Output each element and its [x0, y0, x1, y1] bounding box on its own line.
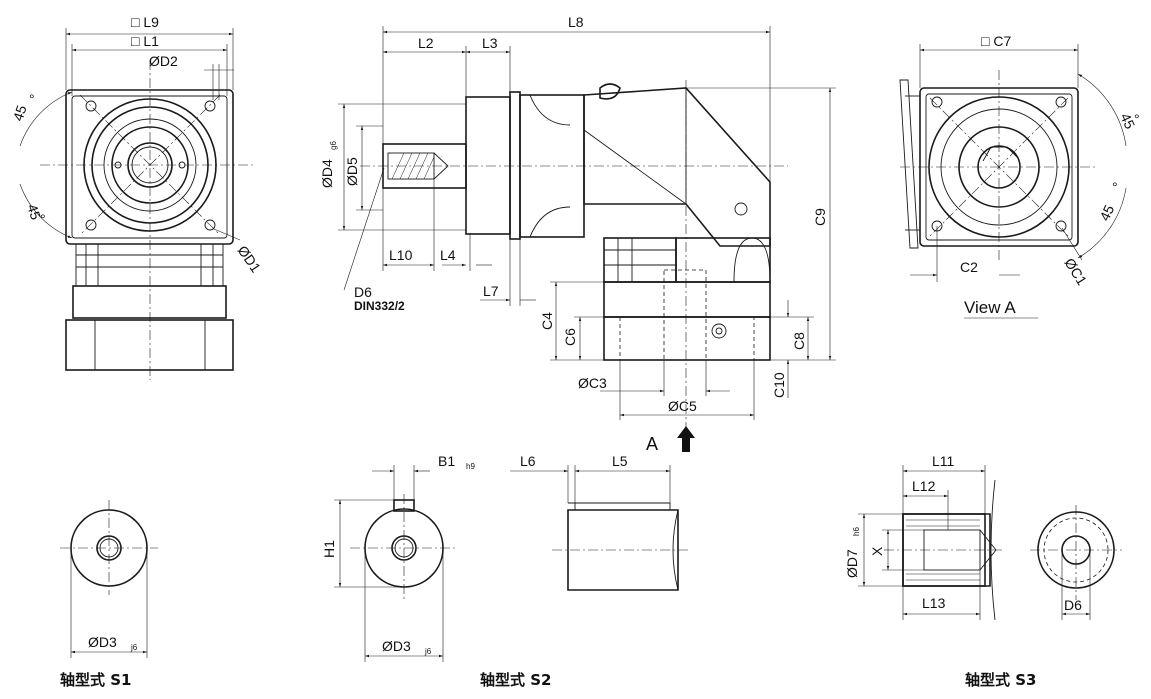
view-arrow-label: A: [646, 434, 658, 454]
dim-l13: L13: [922, 595, 946, 611]
dim-d2: ØD2: [149, 53, 178, 69]
dim-c8: C8: [791, 332, 807, 350]
dim-l8: L8: [568, 14, 584, 30]
shaft-s1: ØD3 j6 轴型式 S1: [60, 500, 158, 689]
dim-l9: □ L9: [131, 14, 159, 30]
dim-l11: L11: [932, 453, 955, 469]
dim-d1: ØD1: [235, 243, 265, 276]
note-din: DIN332/2: [354, 299, 405, 313]
dim-c7: □ C7: [981, 33, 1011, 49]
caption-s1: 轴型式 S1: [60, 671, 131, 689]
dim-d6: D6: [354, 284, 372, 300]
dim-l5: L5: [612, 453, 628, 469]
dim-s3-d6: D6: [1064, 597, 1082, 613]
dim-l1: □ L1: [131, 33, 159, 49]
dim-l12: L12: [912, 478, 936, 494]
angle-a-top: 45: [1117, 111, 1138, 132]
dim-l10: L10: [389, 247, 413, 263]
dim-c10: C10: [771, 372, 787, 398]
dim-l3: L3: [482, 35, 498, 51]
caption-s2: 轴型式 S2: [480, 671, 551, 689]
dim-d7: ØD7: [844, 549, 860, 578]
top-view: □ L9 □ L1 ØD2 ØD1 45 ° 45 °: [10, 14, 265, 380]
dim-c4: C4: [539, 312, 555, 330]
angle-a-bottom-deg: °: [1112, 179, 1118, 195]
dim-c9: C9: [812, 208, 828, 226]
dim-h1: H1: [321, 540, 337, 558]
side-view: L8 L2 L3 ØD4 g6 ØD5 L10 L4 L7 D6 DIN332/…: [319, 14, 836, 454]
dim-c3: ØC3: [578, 375, 607, 391]
dim-b1-tol: h9: [466, 462, 475, 471]
dim-s1-tol: j6: [130, 643, 138, 652]
dim-c5: ØC5: [668, 398, 697, 414]
dim-c2: C2: [960, 259, 978, 275]
view-a-label: View A: [964, 298, 1016, 317]
dim-l7: L7: [483, 283, 499, 299]
dim-s2-d3: ØD3: [382, 638, 411, 654]
angle-bottom-deg: °: [40, 211, 46, 227]
dim-d4-tol: g6: [329, 141, 338, 150]
dim-b1: B1: [438, 453, 455, 469]
dim-l2: L2: [418, 35, 434, 51]
view-a: □ C7 45 ° 45 ° C2 ØC1 View A: [899, 33, 1140, 319]
dim-s1-d3: ØD3: [88, 634, 117, 650]
angle-top: 45: [10, 103, 30, 123]
dim-c1: ØC1: [1061, 255, 1090, 288]
dim-d4: ØD4: [319, 159, 335, 188]
angle-a-top-deg: °: [1134, 111, 1140, 127]
dim-d5: ØD5: [344, 157, 360, 186]
angle-a-bottom: 45: [1096, 202, 1117, 223]
dim-x: X: [869, 546, 885, 556]
shaft-s2: B1 h9 H1 ØD3 j6 L6 L5 轴型式 S2: [321, 453, 690, 689]
dim-l4: L4: [440, 247, 456, 263]
shaft-s3: L11 L12 L13 ØD7 h6 X D6 轴型式 S3: [844, 453, 1122, 689]
dim-d7-tol: h6: [852, 527, 861, 536]
dim-l6: L6: [520, 453, 536, 469]
caption-s3: 轴型式 S3: [965, 671, 1036, 689]
dim-c6: C6: [562, 328, 578, 346]
angle-bottom: 45: [24, 202, 44, 222]
dim-s2-tol: j6: [424, 647, 432, 656]
angle-top-deg: °: [29, 91, 35, 107]
